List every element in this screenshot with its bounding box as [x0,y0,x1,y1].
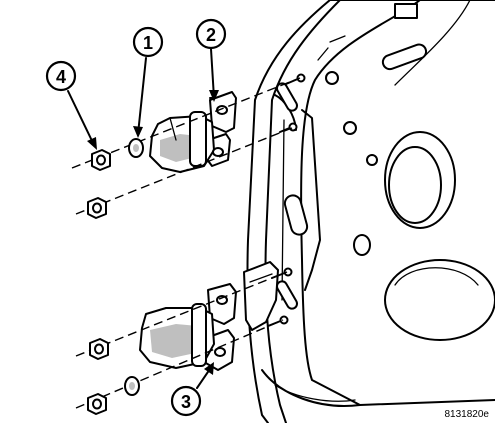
svg-text:4: 4 [56,67,66,87]
door-frame [246,0,495,423]
callout-2: 2 [195,18,227,50]
nut-upper-second [87,197,107,219]
svg-text:3: 3 [181,392,191,412]
upper-washer [128,138,144,158]
svg-text:1: 1 [143,33,153,53]
lower-hinge [139,261,279,371]
alignment-lines [71,77,301,409]
figure-id: 8131820e [445,409,490,420]
callout-4: 4 [45,60,77,92]
fasteners [87,138,144,415]
upper-hinge [149,91,237,173]
svg-text:2: 2 [206,25,216,45]
callout-leaders [67,48,219,389]
upper-nut [91,149,111,171]
lower-washer [124,376,140,396]
callout-3: 3 [170,385,202,417]
nut-lower-second [87,393,107,415]
nut-lower-first [89,338,109,360]
callout-1: 1 [132,26,164,58]
